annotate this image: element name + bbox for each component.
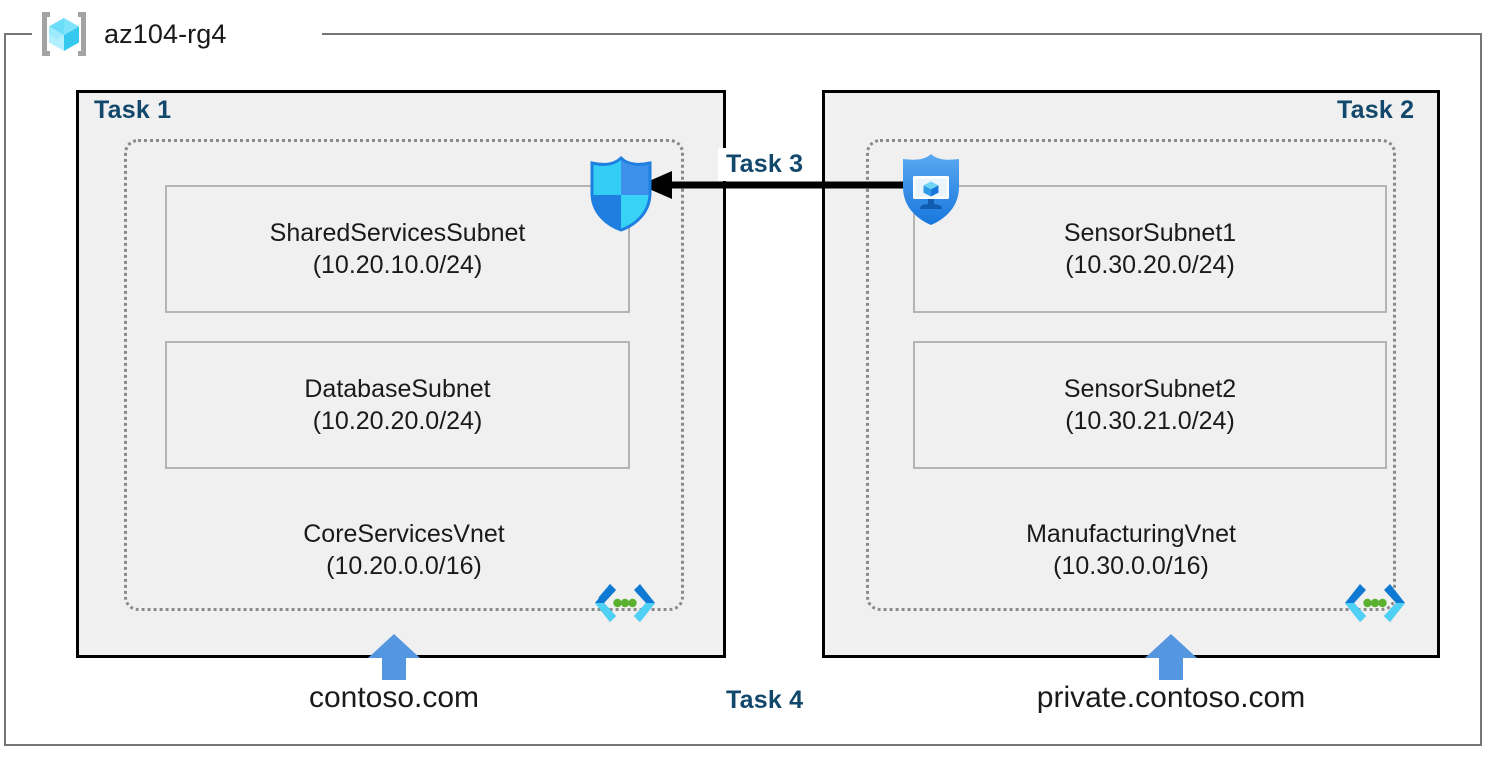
vnet-name: ManufacturingVnet bbox=[1026, 520, 1236, 548]
task-4-label: Task 4 bbox=[718, 684, 812, 717]
resource-group-frame bbox=[4, 33, 1482, 746]
subnet-sensor-1: SensorSubnet1 (10.30.20.0/24) bbox=[913, 185, 1387, 313]
dns-zone-label-public: contoso.com bbox=[308, 681, 480, 714]
resource-group-title-gap bbox=[32, 22, 322, 46]
resource-group-name: az104-rg4 bbox=[104, 18, 227, 49]
subnet-name: SensorSubnet2 bbox=[1063, 375, 1237, 403]
vnet-cidr: (10.30.0.0/16) bbox=[1053, 552, 1209, 580]
subnet-database: DatabaseSubnet (10.20.20.0/24) bbox=[165, 341, 630, 469]
dns-zone-label-private: private.contoso.com bbox=[1036, 681, 1306, 714]
azure-bastion-shield-icon bbox=[898, 152, 964, 228]
vnet-manufacturing-boundary bbox=[866, 139, 1396, 611]
azure-resource-group-icon bbox=[36, 6, 92, 62]
subnet-name: DatabaseSubnet bbox=[304, 375, 491, 403]
subnet-cidr: (10.30.21.0/24) bbox=[1065, 407, 1235, 435]
resource-group-header: az104-rg4 bbox=[36, 4, 226, 64]
virtual-network-icon bbox=[592, 580, 658, 626]
vnet-name: CoreServicesVnet bbox=[303, 520, 505, 548]
vnet-core-services-boundary bbox=[124, 139, 684, 611]
vnet-manufacturing-label: ManufacturingVnet (10.30.0.0/16) bbox=[866, 518, 1396, 582]
subnet-name: SharedServicesSubnet bbox=[269, 219, 526, 247]
peering-arrow-icon bbox=[636, 168, 926, 202]
subnet-shared-services: SharedServicesSubnet (10.20.10.0/24) bbox=[165, 185, 630, 313]
vnet-core-services-label: CoreServicesVnet (10.20.0.0/16) bbox=[124, 518, 684, 582]
subnet-cidr: (10.20.20.0/24) bbox=[312, 407, 483, 435]
subnet-cidr: (10.30.20.0/24) bbox=[1065, 251, 1235, 279]
task-2-label: Task 2 bbox=[1337, 96, 1415, 124]
dns-zone-up-arrow-icon bbox=[368, 634, 420, 680]
vnet-cidr: (10.20.0.0/16) bbox=[326, 552, 482, 580]
dns-zone-up-arrow-icon bbox=[1145, 634, 1197, 680]
virtual-network-icon bbox=[1342, 580, 1408, 626]
subnet-sensor-2: SensorSubnet2 (10.30.21.0/24) bbox=[913, 341, 1387, 469]
subnet-cidr: (10.20.10.0/24) bbox=[312, 251, 483, 279]
task-1-label: Task 1 bbox=[94, 96, 172, 124]
network-security-group-shield-icon bbox=[585, 155, 657, 233]
task-3-label: Task 3 bbox=[718, 148, 812, 181]
subnet-name: SensorSubnet1 bbox=[1063, 219, 1237, 247]
